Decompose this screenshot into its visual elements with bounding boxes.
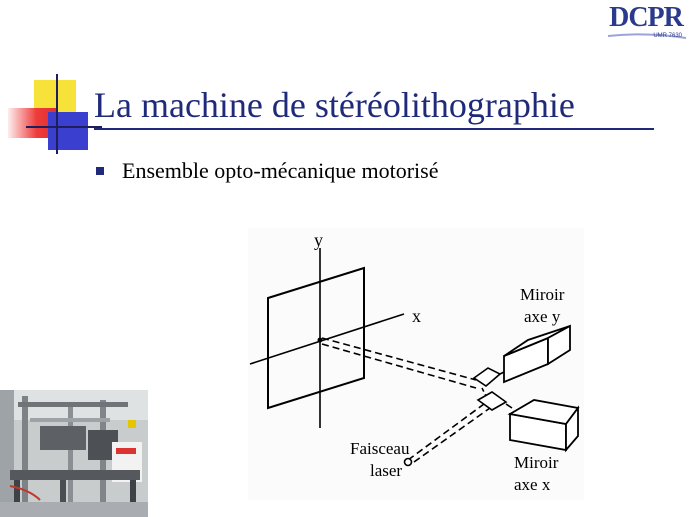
machine-photo — [0, 390, 148, 517]
y-axis-label: y — [314, 230, 323, 250]
mirror-y-box-side — [547, 324, 571, 366]
bullet-item: Ensemble opto-mécanique motorisé — [96, 158, 438, 184]
beam-to-plane-upper — [321, 337, 477, 381]
mirror-x-label-line2: axe x — [514, 475, 551, 494]
laser-source — [403, 457, 413, 467]
beam-label-line2: laser — [370, 461, 402, 480]
title-decoration-blue-square — [48, 112, 88, 150]
laser-beam-right — [413, 407, 491, 463]
mirror-y-label-line1: Miroir — [520, 285, 565, 304]
bullet-text: Ensemble opto-mécanique motorisé — [122, 158, 439, 183]
logo-subtext: UMR 7630 — [653, 33, 682, 39]
build-plane — [267, 266, 365, 410]
stereolithography-diagram: y x Miroir axe y Faisceau laser — [248, 228, 584, 500]
beam-label-line1: Faisceau — [350, 439, 410, 458]
x-axis-label: x — [412, 306, 421, 326]
mirror-x-label-line1: Miroir — [514, 453, 559, 472]
mirror-y-label-line2: axe y — [524, 307, 561, 326]
dcpr-logo — [607, 33, 687, 39]
title-underline — [94, 128, 654, 130]
bullet-square-icon — [96, 167, 104, 175]
logo-text: DCPR — [609, 2, 684, 33]
title-decoration-vertical-line — [56, 74, 58, 154]
mirror-x-box-side — [565, 405, 579, 453]
mirror-x-plate — [476, 391, 508, 411]
slide-title: La machine de stéréolithographie — [94, 85, 575, 125]
title-decoration-horizontal-line — [26, 126, 102, 128]
focal-point — [317, 337, 323, 343]
beam-to-plane-lower — [321, 343, 477, 389]
laser-beam-left — [407, 403, 485, 461]
